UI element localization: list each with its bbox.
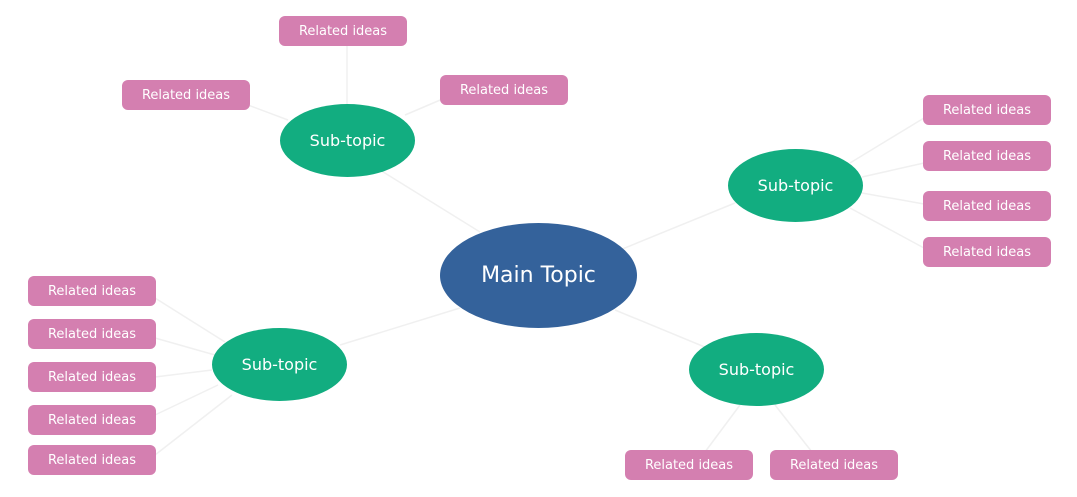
connector-subtopic-1-idea-3 (404, 97, 446, 116)
connector-subtopic-2-idea-3 (861, 192, 925, 205)
subtopic-label: Sub-topic (718, 360, 795, 379)
related-idea-node[interactable]: Related ideas (279, 16, 407, 46)
related-idea-node[interactable]: Related ideas (923, 141, 1051, 171)
subtopic-node-2[interactable]: Sub-topic (728, 149, 863, 222)
subtopic-label: Sub-topic (241, 355, 318, 374)
connector-subtopic-3-idea-3 (154, 369, 213, 378)
subtopic-node-4[interactable]: Sub-topic (689, 333, 824, 406)
connector-subtopic-2-idea-4 (849, 207, 925, 249)
subtopic-node-3[interactable]: Sub-topic (212, 328, 347, 401)
related-idea-label: Related ideas (942, 198, 1032, 214)
subtopic-label: Sub-topic (757, 176, 834, 195)
related-idea-label: Related ideas (644, 457, 734, 473)
subtopic-node-1[interactable]: Sub-topic (280, 104, 415, 177)
related-idea-node[interactable]: Related ideas (122, 80, 250, 110)
related-idea-node[interactable]: Related ideas (923, 237, 1051, 267)
related-idea-label: Related ideas (47, 452, 137, 468)
related-idea-node[interactable]: Related ideas (625, 450, 753, 480)
related-idea-node[interactable]: Related ideas (923, 95, 1051, 125)
related-idea-label: Related ideas (789, 457, 879, 473)
related-idea-node[interactable]: Related ideas (28, 276, 156, 306)
connector-main-subtopic-4 (614, 309, 713, 351)
related-idea-node[interactable]: Related ideas (28, 445, 156, 475)
related-idea-label: Related ideas (298, 23, 388, 39)
related-idea-node[interactable]: Related ideas (923, 191, 1051, 221)
related-idea-label: Related ideas (942, 102, 1032, 118)
connector-subtopic-3-idea-1 (154, 297, 226, 343)
related-idea-node[interactable]: Related ideas (770, 450, 898, 480)
related-idea-node[interactable]: Related ideas (28, 405, 156, 435)
related-idea-label: Related ideas (459, 82, 549, 98)
connector-subtopic-1-idea-2 (247, 104, 289, 121)
related-idea-label: Related ideas (47, 326, 137, 342)
main-topic-label: Main Topic (481, 263, 596, 288)
related-idea-node[interactable]: Related ideas (28, 362, 156, 392)
connector-main-subtopic-2 (619, 202, 736, 251)
related-idea-label: Related ideas (47, 283, 137, 299)
related-idea-label: Related ideas (141, 87, 231, 103)
related-idea-label: Related ideas (942, 244, 1032, 260)
related-idea-label: Related ideas (47, 412, 137, 428)
connector-subtopic-4-idea-1 (704, 404, 741, 453)
connector-subtopic-4-idea-2 (774, 404, 813, 453)
connector-main-subtopic-3 (339, 307, 461, 346)
related-idea-label: Related ideas (942, 148, 1032, 164)
connector-subtopic-2-idea-1 (849, 117, 925, 164)
related-idea-node[interactable]: Related ideas (440, 75, 568, 105)
subtopic-label: Sub-topic (309, 131, 386, 150)
connector-subtopic-3-idea-5 (154, 394, 233, 456)
connector-subtopic-3-idea-2 (154, 337, 216, 356)
related-idea-node[interactable]: Related ideas (28, 319, 156, 349)
connector-subtopic-2-idea-2 (861, 162, 925, 178)
connector-subtopic-3-idea-4 (154, 384, 219, 416)
connector-main-subtopic-1 (379, 169, 481, 233)
related-idea-label: Related ideas (47, 369, 137, 385)
main-topic-node[interactable]: Main Topic (440, 223, 637, 328)
